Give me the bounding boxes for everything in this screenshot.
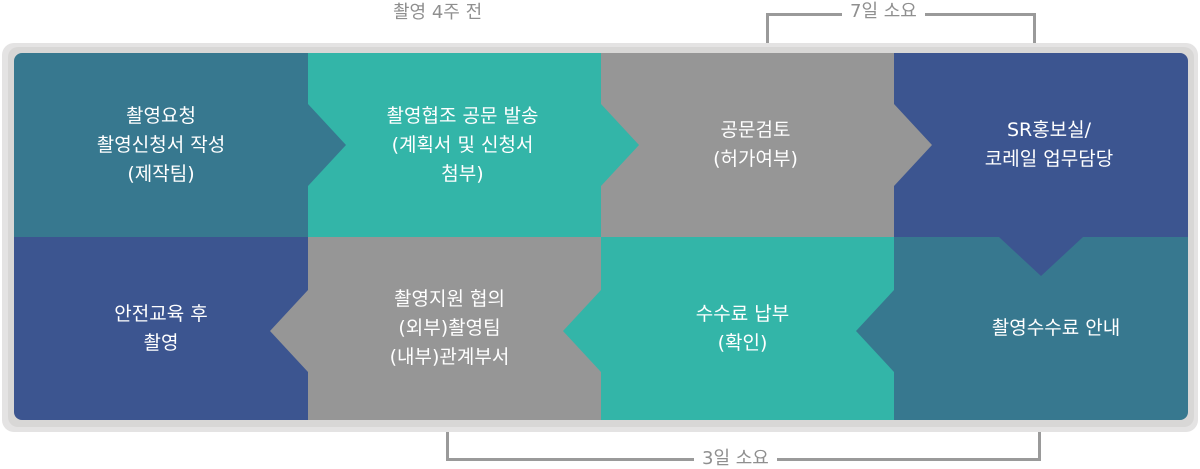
step-2-line-3: 첨부) bbox=[441, 162, 484, 185]
process-grid: 촬영요청 촬영신청서 작성 (제작팀) 촬영협조 공문 발송 (계획서 및 신청… bbox=[14, 53, 1188, 420]
step-7-line-3: (내부)관계부서 bbox=[389, 346, 510, 368]
arrow-left-icon bbox=[270, 290, 308, 372]
step-4-line-2: 코레일 업무담당 bbox=[984, 148, 1114, 170]
step-4-pr-office: SR홍보실/ 코레일 업무담당 bbox=[894, 53, 1188, 237]
step-1-line-2: 촬영신청서 작성 bbox=[96, 133, 226, 156]
arrow-left-icon bbox=[856, 290, 894, 372]
step-3-review: 공문검토 (허가여부) bbox=[601, 53, 894, 237]
step-8-line-2: 촬영 bbox=[143, 331, 179, 354]
step-2-line-1: 촬영협조 공문 발송 bbox=[386, 104, 539, 127]
annotation-7-days: 7일 소요 bbox=[842, 2, 925, 22]
annotation-4-weeks-before: 촬영 4주 전 bbox=[393, 2, 483, 23]
arrow-right-icon bbox=[308, 104, 346, 186]
arrow-left-icon bbox=[563, 290, 601, 372]
step-8-safety-training: 안전교육 후 촬영 bbox=[14, 237, 308, 420]
step-8-line-1: 안전교육 후 bbox=[114, 302, 208, 325]
step-4-line-1: SR홍보실/ bbox=[1006, 119, 1092, 141]
step-2-official-letter: 촬영협조 공문 발송 (계획서 및 신청서 첨부) bbox=[308, 53, 601, 237]
step-2-line-2: (계획서 및 신청서 bbox=[391, 133, 534, 156]
step-1-line-1: 촬영요청 bbox=[126, 104, 196, 127]
arrow-down-icon bbox=[999, 237, 1083, 276]
arrow-right-icon bbox=[601, 104, 639, 186]
step-7-line-2: (외부)촬영팀 bbox=[398, 317, 501, 339]
step-6-line-2: (확인) bbox=[717, 331, 768, 354]
step-1-request: 촬영요청 촬영신청서 작성 (제작팀) bbox=[14, 53, 308, 237]
step-5-line-1: 촬영수수료 안내 bbox=[991, 317, 1121, 339]
arrow-right-icon bbox=[894, 104, 932, 186]
step-6-fee-payment: 수수료 납부 (확인) bbox=[601, 237, 894, 420]
step-7-support-discussion: 촬영지원 협의 (외부)촬영팀 (내부)관계부서 bbox=[308, 237, 601, 420]
step-7-line-1: 촬영지원 협의 bbox=[394, 288, 505, 310]
step-3-line-1: 공문검토 bbox=[720, 119, 791, 141]
step-6-line-1: 수수료 납부 bbox=[695, 302, 790, 325]
step-3-line-2: (허가여부) bbox=[713, 148, 798, 170]
step-1-line-3: (제작팀) bbox=[127, 162, 195, 185]
annotation-3-days: 3일 소요 bbox=[694, 449, 777, 469]
